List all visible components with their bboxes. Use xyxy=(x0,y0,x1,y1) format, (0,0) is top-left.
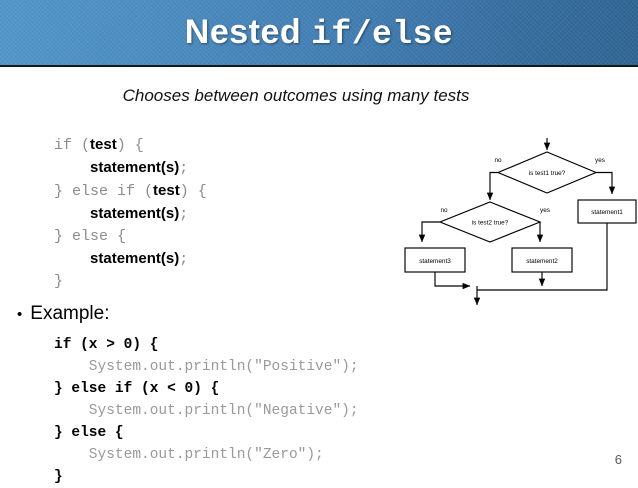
flow-label-test2-no: no xyxy=(440,207,448,214)
syntax-line-1-keyword-end: ) { xyxy=(116,137,144,154)
flowchart-svg: is test1 true? is test2 true? statement1… xyxy=(404,138,637,306)
flow-edge-statement3-join xyxy=(434,272,471,290)
decision-diamond-test2 xyxy=(438,201,542,243)
page-title-word: Nested xyxy=(184,12,312,51)
example-code-line: } xyxy=(54,469,63,485)
syntax-line-6-semicolon: ; xyxy=(179,251,189,268)
syntax-line-7-keyword: } xyxy=(54,273,64,290)
syntax-line-2-semicolon: ; xyxy=(179,160,189,177)
syntax-line-3-keyword: } else if ( xyxy=(54,183,154,200)
syntax-line-1-placeholder: test xyxy=(90,136,117,153)
syntax-line-3-keyword-end: ) { xyxy=(179,183,207,200)
syntax-line-2-placeholder: statement(s) xyxy=(90,159,180,176)
page-number: 6 xyxy=(614,452,622,467)
flow-label-statement2: statement2 xyxy=(526,258,558,265)
slide-title-banner: Nested if/else xyxy=(0,0,638,67)
flow-edge-test1-no xyxy=(486,171,498,201)
example-code-line: System.out.println("Negative"); xyxy=(54,403,359,419)
bullet-dot-icon: • xyxy=(17,306,23,323)
example-code-line: System.out.println("Zero"); xyxy=(54,447,324,463)
decision-diamond-test1 xyxy=(496,151,598,194)
page-title: Nested if/else xyxy=(185,13,453,53)
flow-edge-test2-no xyxy=(418,221,440,243)
flow-box-statement2 xyxy=(511,247,573,273)
example-code-line: } else if (x < 0) { xyxy=(54,381,220,397)
page-title-code: if/else xyxy=(311,15,454,53)
syntax-line-4-placeholder: statement(s) xyxy=(90,205,180,222)
flow-label-statement1: statement1 xyxy=(591,209,623,216)
example-code-line: } else { xyxy=(54,425,124,441)
example-code-line: System.out.println("Positive"); xyxy=(54,359,359,375)
flow-edge-statement1-join xyxy=(477,223,608,291)
flow-box-statement3 xyxy=(404,247,466,273)
flow-edge-test1-yes xyxy=(596,171,616,195)
flow-label-test2-yes: yes xyxy=(540,207,550,214)
flow-label-decision1: is test1 true? xyxy=(529,170,566,177)
nested-if-else-flowchart: is test1 true? is test2 true? statement1… xyxy=(400,138,638,310)
example-label: Example: xyxy=(30,303,110,324)
flow-label-decision2: is test2 true? xyxy=(472,220,509,227)
syntax-template-code-block: if (test) { statement(s); } else if (tes… xyxy=(54,134,207,293)
syntax-line-5-keyword: } else { xyxy=(54,228,127,245)
example-code-block: if (x > 0) { System.out.println("Positiv… xyxy=(54,334,359,488)
flow-label-test1-yes: yes xyxy=(595,157,605,164)
slide-subtitle: Chooses between outcomes using many test… xyxy=(122,86,470,105)
flow-label-statement3: statement3 xyxy=(419,258,451,265)
example-code-line: if (x > 0) { xyxy=(54,337,159,353)
syntax-line-6-placeholder: statement(s) xyxy=(90,250,180,267)
syntax-line-4-semicolon: ; xyxy=(179,206,189,223)
syntax-line-1-keyword: if ( xyxy=(54,137,91,154)
syntax-line-3-placeholder: test xyxy=(153,182,180,199)
flow-label-test1-no: no xyxy=(494,157,502,164)
example-bullet-item: • Example: xyxy=(17,303,109,325)
